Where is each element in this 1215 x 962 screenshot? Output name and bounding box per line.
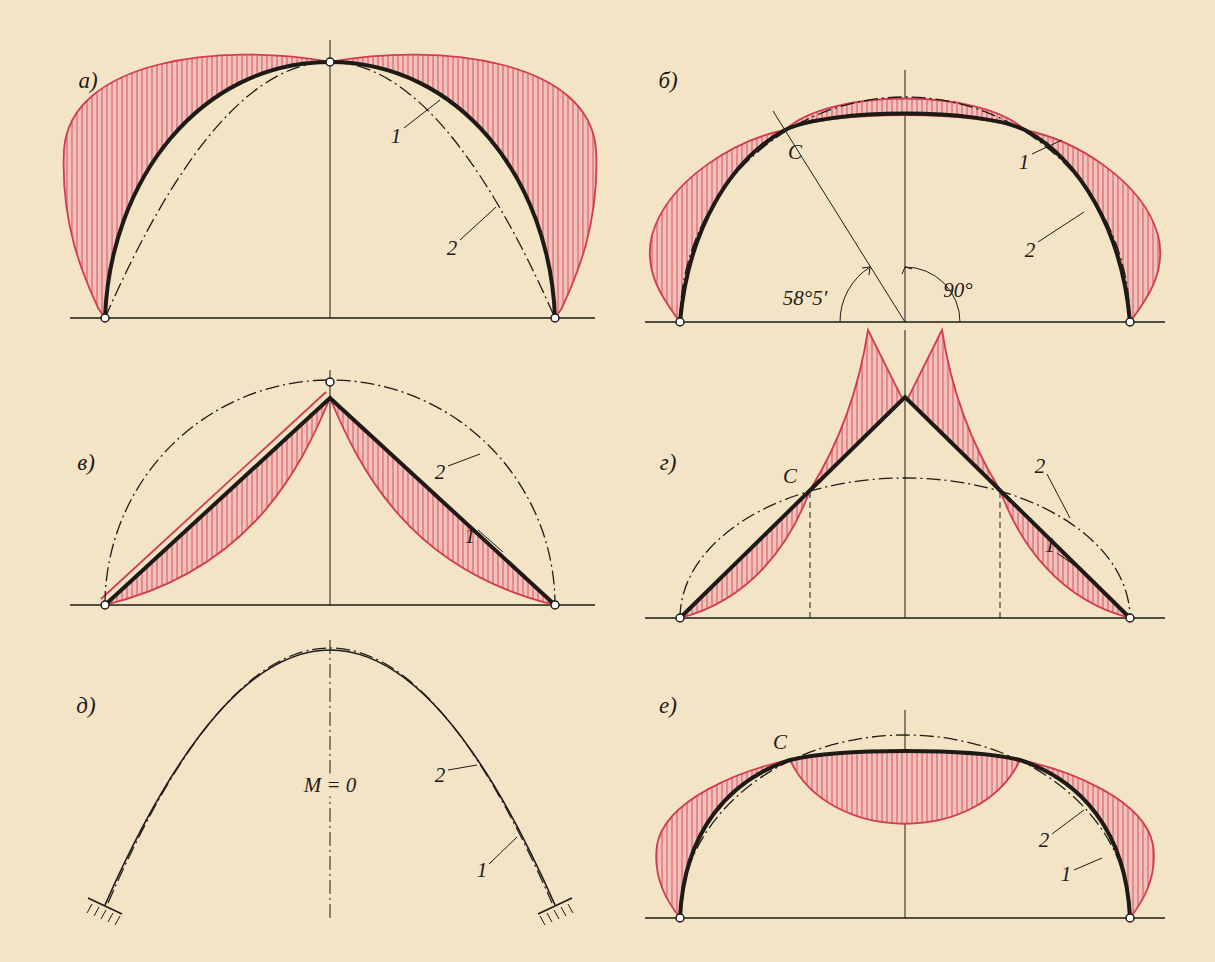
panel-e bbox=[645, 710, 1165, 922]
moment-lobe bbox=[101, 392, 555, 605]
panel-d bbox=[87, 640, 573, 925]
callout-number: 2 bbox=[445, 237, 460, 260]
callout-number: 1 bbox=[389, 125, 404, 148]
point-label: C bbox=[786, 141, 804, 164]
point-label: C bbox=[771, 731, 789, 754]
fixed-support bbox=[87, 898, 573, 925]
panel-letter: а) bbox=[76, 68, 99, 93]
callout-number: 1 bbox=[463, 525, 478, 548]
callout-number: 2 bbox=[1033, 455, 1048, 478]
panel-v bbox=[70, 370, 595, 609]
panel-letter: б) bbox=[656, 68, 679, 93]
callout-number: 2 bbox=[433, 764, 448, 787]
panel-letter: е) bbox=[657, 693, 679, 718]
callout-number: 2 bbox=[1037, 829, 1052, 852]
panel-letter: д) bbox=[74, 693, 97, 718]
point-label: C bbox=[781, 465, 799, 488]
angle-label: 90° bbox=[941, 279, 974, 302]
panel-g bbox=[645, 330, 1165, 622]
panel-b bbox=[645, 70, 1165, 326]
callout-number: 1 bbox=[1017, 151, 1032, 174]
callout-number: 1 bbox=[1059, 863, 1074, 886]
angle-label: 58°5' bbox=[781, 287, 829, 310]
callout-number: 1 bbox=[1043, 534, 1058, 557]
callout-number: 2 bbox=[433, 461, 448, 484]
moment-lobe bbox=[64, 55, 597, 318]
moment-lobe bbox=[680, 330, 1130, 618]
panel-letter: в) bbox=[75, 450, 97, 475]
callout-number: 2 bbox=[1023, 239, 1038, 262]
callout-number: 1 bbox=[475, 859, 490, 882]
moment-note: M = 0 bbox=[302, 774, 359, 797]
panel-a bbox=[64, 40, 597, 322]
moment-lobe bbox=[656, 751, 1154, 918]
moment-lobe bbox=[650, 99, 1160, 323]
panel-letter: г) bbox=[658, 450, 679, 475]
